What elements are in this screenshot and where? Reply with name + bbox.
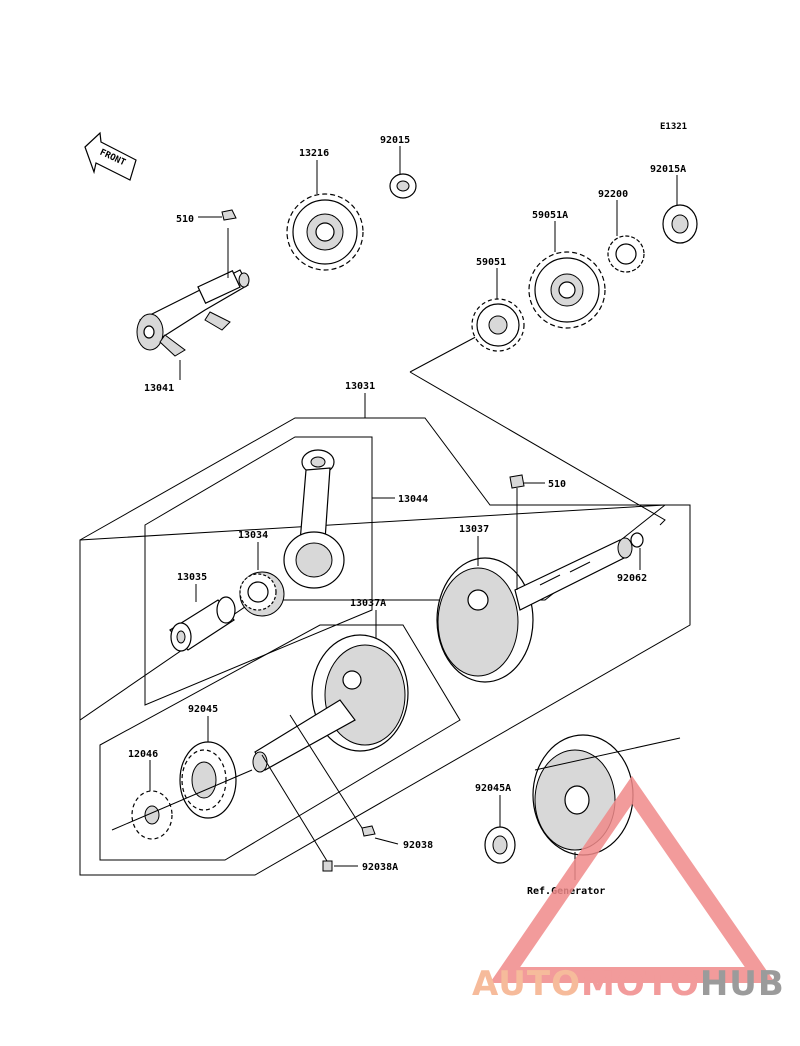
gear-59051a xyxy=(528,251,606,329)
front-arrow-icon: FRONT xyxy=(84,131,137,181)
leader-group-gears xyxy=(409,371,666,526)
ball-bearing-92045 xyxy=(179,741,237,819)
group-outline-13044 xyxy=(144,436,373,706)
nut-92062 xyxy=(630,532,644,548)
group-outline-lower xyxy=(79,504,691,876)
leader-92038 xyxy=(374,837,399,845)
needle-bearing-13034 xyxy=(239,571,285,617)
woodruff-key-510-mid xyxy=(509,474,525,489)
connecting-rod-13044 xyxy=(283,449,345,589)
group-outline-13037A xyxy=(99,624,461,861)
label-92045a: 92045A xyxy=(475,783,511,794)
label-12046: 12046 xyxy=(128,749,158,760)
label-92038a: 92038A xyxy=(362,862,398,873)
label-92015: 92015 xyxy=(380,135,410,146)
label-92038: 92038 xyxy=(403,840,433,851)
svg-text:AUTOMOTOHUB: AUTOMOTOHUB xyxy=(472,964,785,1004)
leader-sprocket-axis xyxy=(111,769,253,831)
key-92038a xyxy=(322,860,333,872)
diagram-code: E1321 xyxy=(660,122,687,132)
watermark-triangle-icon xyxy=(489,775,776,983)
label-510-top: 510 xyxy=(176,214,194,225)
label-13035: 13035 xyxy=(177,572,207,583)
label-13044: 13044 xyxy=(398,494,428,505)
watermark-moto: MOTO xyxy=(581,964,700,1004)
label-13037a: 13037A xyxy=(350,598,386,609)
label-92200: 92200 xyxy=(598,189,628,200)
balancer-shaft-13041 xyxy=(136,269,250,357)
circlip-92200 xyxy=(607,235,645,273)
watermark-hub: HUB xyxy=(700,964,785,1004)
label-13034: 13034 xyxy=(238,530,268,541)
crank-pin-13035 xyxy=(169,596,236,652)
label-92015a: 92015A xyxy=(650,164,686,175)
label-13031: 13031 xyxy=(345,381,375,392)
woodruff-key-510-top xyxy=(221,209,237,221)
label-13216: 13216 xyxy=(299,148,329,159)
leader-92038-to-shaft xyxy=(289,714,363,829)
label-510-mid: 510 xyxy=(548,479,566,490)
label-92045: 92045 xyxy=(188,704,218,715)
nut-92015 xyxy=(389,173,417,199)
gear-59051 xyxy=(471,298,525,352)
crankshaft-13037 xyxy=(436,537,633,683)
watermark-auto: AUTO xyxy=(472,964,581,1004)
automotohub-watermark: AUTOMOTOHUB xyxy=(472,775,785,1004)
label-59051a: 59051A xyxy=(532,210,568,221)
label-59051: 59051 xyxy=(476,257,506,268)
gear-13216 xyxy=(286,193,364,271)
key-92038 xyxy=(361,825,376,837)
label-13041: 13041 xyxy=(144,383,174,394)
leader-92038a-to-shaft xyxy=(261,754,328,862)
crankshaft-13037a xyxy=(252,634,409,773)
sprocket-12046 xyxy=(131,790,173,840)
oil-seal-92045a xyxy=(484,826,516,864)
label-13037: 13037 xyxy=(459,524,489,535)
leader-gear-59051 xyxy=(409,331,486,373)
nut-92015a xyxy=(662,204,698,244)
label-92062: 92062 xyxy=(617,573,647,584)
